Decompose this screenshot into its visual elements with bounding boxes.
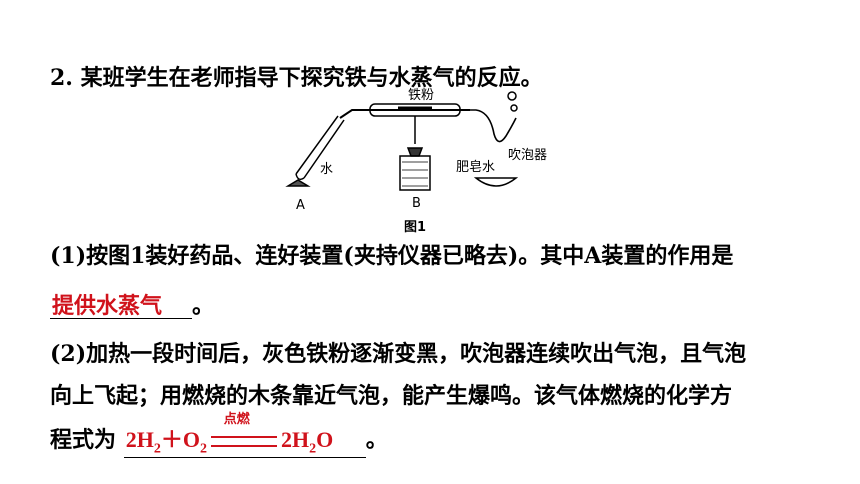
part1-end: 。 [192,293,215,319]
bubble [507,91,517,101]
eq-h2-coef: 2H [125,427,154,452]
question-title: 2. 某班学生在老师指导下探究铁与水蒸气的反应。 [50,65,543,91]
answer-1: 提供水蒸气 [52,293,163,319]
label-a: A [296,198,305,213]
eq-plus-o: ＋O [160,427,200,452]
alcohol-lamp-b [406,147,424,157]
alcohol-lamp-a [285,179,311,187]
eq-rhs-end: O [316,427,334,452]
answer-blank-1: 提供水蒸气 [50,293,192,320]
stand-block [399,155,431,191]
rubber-tube [460,109,517,143]
part1-text: (1)按图1装好药品、连好装置(夹持仪器已略去)。其中A装置的作用是 [50,243,734,269]
soap-water-dish [473,177,519,187]
part2-line1: (2)加热一段时间后，灰色铁粉逐渐变黑，吹泡器连续吹出气泡，且气泡 [50,341,747,367]
part2-prefix: 程式为 [50,427,117,453]
bubble [510,104,518,112]
part2-end: 。 [365,427,388,453]
bubbler-label: 吹泡器 [508,148,548,163]
reaction-condition: 点燃 [223,412,250,427]
equals-sign [210,436,277,448]
apparatus-drawing [285,91,519,191]
label-b: B [412,196,421,211]
water-label: 水 [320,162,334,177]
part1-answer-line: 提供水蒸气 。 [50,288,214,320]
part2-line2: 向上飞起；用燃烧的木条靠近气泡，能产生爆鸣。该气体燃烧的化学方 [50,383,733,409]
soap-water-label: 肥皂水 [456,160,496,175]
test-tube-a [295,115,345,179]
eq-rhs: 2H [280,427,310,452]
eq-sub: 2 [309,441,317,457]
apparatus-figure: 铁粉 水 肥皂水 吹泡器 A B 图1 [280,86,580,236]
eq-sub: 2 [199,441,207,457]
iron-powder-label: 铁粉 [408,88,435,103]
figure-caption: 图1 [404,220,427,235]
eq-sub: 2 [153,441,161,457]
